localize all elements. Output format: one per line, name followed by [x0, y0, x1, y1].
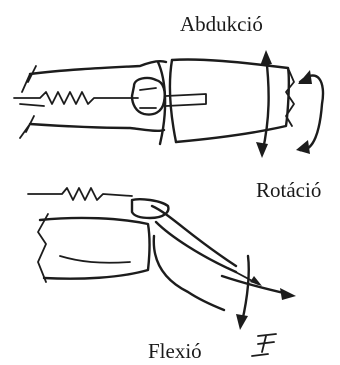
abduction-arrow-head-bottom: [256, 142, 268, 158]
joint-axis-peg: [166, 94, 206, 106]
flexion-arrow-vertical-head: [236, 314, 248, 330]
joint-head: [132, 78, 165, 115]
flexion-arrow-vertical: [242, 256, 249, 322]
side-bone-inner-line: [60, 256, 130, 263]
distal-bone-end: [286, 68, 294, 126]
joint-head-inner: [140, 88, 156, 108]
rotation-arc: [300, 76, 323, 151]
bone-broken-end: [20, 66, 36, 138]
side-view-drawing: [28, 188, 296, 356]
rotation-arrow-head-top: [298, 70, 312, 84]
side-proximal-bone: [40, 218, 150, 279]
abduction-label: Abdukció: [180, 14, 263, 35]
side-bone-broken-end: [38, 214, 48, 282]
tendon-block: [132, 199, 168, 218]
fixation-symbol: [252, 334, 276, 356]
flexion-label: Flexió: [148, 341, 202, 362]
side-tendon-line: [152, 206, 236, 266]
proximal-bone-outline: [30, 61, 166, 131]
ligament-line: [20, 104, 44, 106]
rotation-label: Rotáció: [256, 180, 321, 201]
top-view-drawing: [14, 50, 323, 158]
tendon-spring: [28, 188, 132, 200]
abduction-arrow-head-top: [260, 50, 272, 66]
distal-bone-outline: [172, 59, 289, 142]
flexion-arrow-horizontal-head: [280, 288, 296, 300]
ligament-spring: [14, 92, 138, 104]
abduction-arrow-line: [262, 56, 269, 154]
rotation-arrow-head-bottom: [296, 140, 310, 154]
